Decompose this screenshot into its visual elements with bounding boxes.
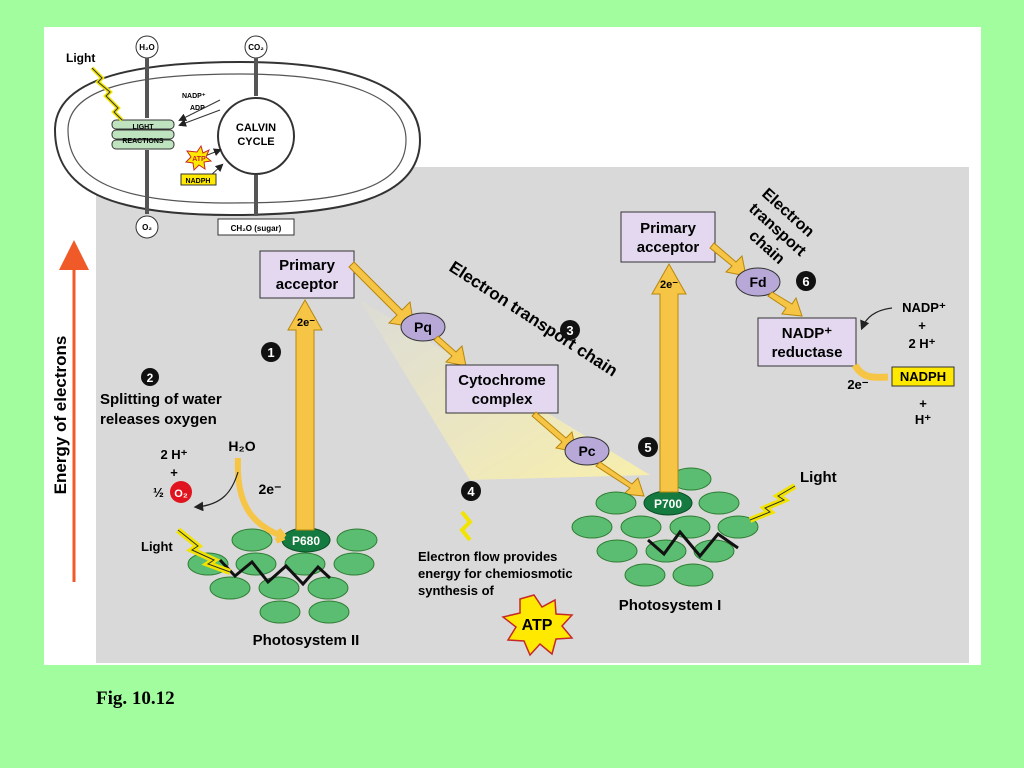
inset-o2-label: O₂ [142,223,152,232]
ps2-acceptor-label-1: Primary [279,257,336,274]
inset-nadph-box [180,173,217,186]
atp-text-line-2: energy for chemiosmotic [418,566,573,581]
etc1-title: Electron transport chain [446,257,621,380]
ps2-o2-label: O₂ [174,488,188,500]
sugar-box [217,218,295,236]
fd-carrier [735,267,781,297]
step-5-badge [638,437,658,457]
calvin-label-2: CYCLE [237,136,274,148]
reductase-label-1: NADP⁺ [782,325,833,342]
step-2-number: 2 [147,371,154,385]
inset-nadp-label: NADP⁺ [182,93,206,100]
inset-sugar-label: CH₂O (sugar) [231,224,282,233]
two-h-label: 2 H⁺ [908,336,935,351]
step-2-badge [141,368,159,386]
o2-circle [135,215,159,239]
inset-nadph-label: NADPH [186,178,211,185]
splitting-line-2: releases oxygen [100,411,217,428]
atp-text-line-3: synthesis of [418,583,495,598]
light-reactions-label-1: LIGHT [133,124,155,131]
ps1-acceptor-label-1: Primary [640,220,697,237]
photosystem-ii-label: Photosystem II [253,632,360,649]
ps1-light-label: Light [800,469,837,486]
inset-h2o-label: H₂O [139,43,155,52]
step-5-number: 5 [644,440,651,455]
calvin-cycle-circle [217,97,295,175]
nadp-plus: + [918,318,926,333]
ps1-light-bolt [748,483,797,523]
atp-burst [501,594,574,657]
atp-label: ATP [522,617,553,634]
cytochrome-complex [445,364,559,414]
h-label: H⁺ [915,412,931,427]
step-6-badge [796,271,816,291]
water-2e-label: 2e⁻ [259,481,282,497]
atp-text-line-1: Electron flow provides [418,549,557,564]
ps2-h2o-label: H₂O [228,438,255,454]
inset-light-label: Light [66,51,95,65]
photosystem-i-label: Photosystem I [619,597,722,614]
h-plus-sign: + [919,396,927,411]
nadp-reductase [757,317,857,367]
nadph-label: NADPH [900,369,946,384]
calvin-label-1: CALVIN [236,122,276,134]
p680-label: P680 [292,534,320,548]
atp-energy-bolt [459,510,473,542]
fd-label: Fd [749,274,766,290]
ps1-acceptor-label-2: acceptor [637,239,700,256]
nadph-box [891,366,955,387]
pc-carrier [564,436,610,466]
step-6-number: 6 [802,274,809,289]
etc2-2e-label: 2e⁻ [847,377,868,392]
ps2-primary-acceptor [259,250,355,299]
p700-label: P700 [654,497,682,511]
cytochrome-label-1: Cytochrome [458,372,546,389]
pq-carrier [400,312,446,342]
ps2-excitation-arrow [287,298,323,531]
pc-label: Pc [578,443,595,459]
photosystem-ii: P680 Photosystem II [187,527,378,649]
light-reactions-stack [111,119,175,150]
pq-label: Pq [414,319,432,335]
ps2-light-label: Light [141,539,173,554]
splitting-line-1: Splitting of water [100,391,222,408]
energy-axis-label: Energy of electrons [51,336,70,495]
figure-caption: Fig. 10.12 [96,688,175,709]
ps1-primary-acceptor [620,211,716,263]
photosystem-i: P700 Photosystem I [571,467,759,614]
nadp-label: NADP⁺ [902,300,946,315]
step-3-number: 3 [566,323,573,338]
ps1-2e-label: 2e⁻ [660,279,678,291]
chloroplast-inset: LIGHT REACTIONS CALVIN CYCLE H₂O CO₂ O₂ … [53,35,422,239]
inset-atp-label: ATP [192,156,206,163]
o2-molecule [170,481,192,503]
ps2-plus: + [170,465,178,480]
ps2-half: ½ [153,485,164,500]
inset-atp-burst [184,144,213,172]
light-reactions-label-2: REACTIONS [122,138,164,145]
ps2-acceptor-label-2: acceptor [276,276,339,293]
step-4-number: 4 [467,484,475,499]
step-4-badge [461,481,481,501]
ps1-excitation-arrow [651,262,687,493]
ps2-2h-label: 2 H⁺ [160,447,187,462]
step-3-badge [560,320,580,340]
step-1-number: 1 [267,345,274,360]
inset-adp-label: ADP [190,105,205,112]
cytochrome-label-2: complex [472,391,534,408]
ps2-2e-label: 2e⁻ [297,317,315,329]
reductase-label-2: reductase [772,344,843,361]
step-1-badge [261,342,281,362]
inset-co2-label: CO₂ [248,43,264,52]
